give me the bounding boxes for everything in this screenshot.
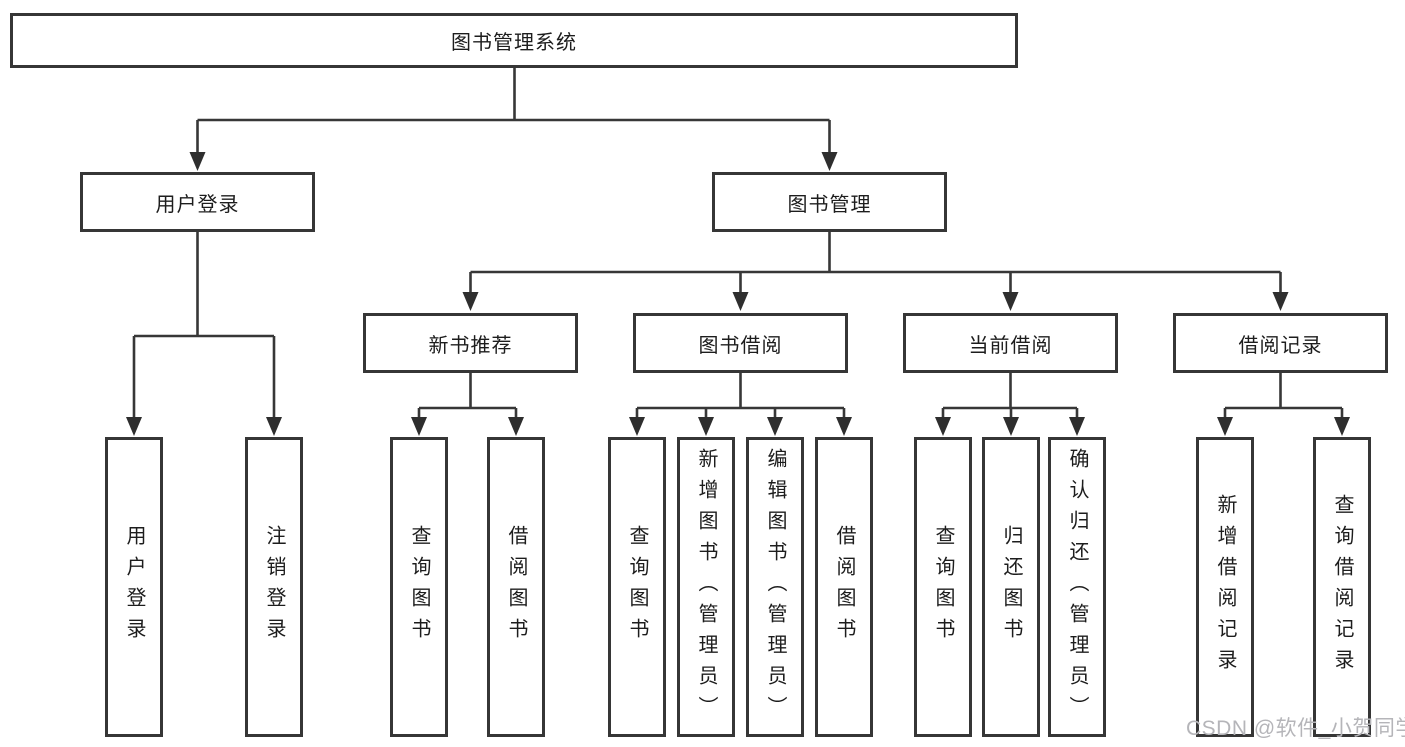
leaf-bb-edit-books-admin: 编辑图书（管理员） <box>746 437 804 737</box>
node-current-borrow-label: 当前借阅 <box>968 334 1053 357</box>
node-new-book-rec-label: 新书推荐 <box>428 334 513 357</box>
arrowhead <box>767 417 783 436</box>
edges-new-book-rec-to-leaves <box>411 373 524 436</box>
edges-current-borrow-to-leaves <box>935 373 1085 436</box>
node-user-login: 用户登录 <box>80 172 315 232</box>
arrowhead <box>1002 292 1019 311</box>
arrowhead <box>1217 417 1233 436</box>
arrowhead <box>266 417 282 436</box>
node-user-login-label: 用户登录 <box>155 193 240 216</box>
leaf-cb-confirm-return-admin: 确认归还（管理员） <box>1048 437 1106 737</box>
node-borrow-records-label: 借阅记录 <box>1238 334 1323 357</box>
edges-borrow-records-to-leaves <box>1217 373 1350 436</box>
leaf-logout-label: 注销登录 <box>263 525 285 649</box>
leaf-cb-return-books-label: 归还图书 <box>1000 525 1022 649</box>
leaf-nbr-query-books: 查询图书 <box>390 437 448 737</box>
leaf-br-add-record-label: 新增借阅记录 <box>1214 494 1236 680</box>
node-book-borrow: 图书借阅 <box>633 313 848 373</box>
leaf-br-add-record: 新增借阅记录 <box>1196 437 1254 737</box>
arrowhead <box>1003 417 1019 436</box>
arrowhead <box>126 417 142 436</box>
edges-book-mgmt-to-level3 <box>462 232 1289 311</box>
edges-user-login-to-leaves <box>126 232 282 436</box>
node-current-borrow: 当前借阅 <box>903 313 1118 373</box>
node-new-book-rec: 新书推荐 <box>363 313 578 373</box>
edges-book-borrow-to-leaves <box>629 373 852 436</box>
arrowhead <box>629 417 645 436</box>
leaf-br-query-record: 查询借阅记录 <box>1313 437 1371 737</box>
node-root-label: 图书管理系统 <box>451 32 577 54</box>
leaf-bb-query-books: 查询图书 <box>608 437 666 737</box>
leaf-cb-query-books-label: 查询图书 <box>932 525 954 649</box>
edges-root-to-level2 <box>189 68 838 171</box>
leaf-user-login-label: 用户登录 <box>123 525 145 649</box>
leaf-bb-add-books-admin-label: 新增图书（管理员） <box>695 447 717 727</box>
leaf-bb-add-books-admin: 新增图书（管理员） <box>677 437 735 737</box>
arrowhead <box>462 292 479 311</box>
arrowhead <box>508 417 524 436</box>
arrowhead <box>1069 417 1085 436</box>
node-borrow-records: 借阅记录 <box>1173 313 1388 373</box>
node-root: 图书管理系统 <box>10 13 1018 68</box>
arrowhead <box>1272 292 1289 311</box>
leaf-cb-return-books: 归还图书 <box>982 437 1040 737</box>
leaf-bb-borrow-books: 借阅图书 <box>815 437 873 737</box>
arrowhead <box>836 417 852 436</box>
node-book-mgmt: 图书管理 <box>712 172 947 232</box>
node-book-mgmt-label: 图书管理 <box>787 193 872 216</box>
node-book-borrow-label: 图书借阅 <box>698 334 783 357</box>
leaf-nbr-query-books-label: 查询图书 <box>408 525 430 649</box>
leaf-bb-query-books-label: 查询图书 <box>626 525 648 649</box>
arrowhead <box>1334 417 1350 436</box>
leaf-cb-query-books: 查询图书 <box>914 437 972 737</box>
leaf-user-login: 用户登录 <box>105 437 163 737</box>
arrowhead <box>732 292 749 311</box>
arrowhead <box>935 417 951 436</box>
leaf-nbr-borrow-books: 借阅图书 <box>487 437 545 737</box>
csdn-watermark: CSDN @软件_小贺同学 <box>1186 717 1405 740</box>
leaf-cb-confirm-return-admin-label: 确认归还（管理员） <box>1066 447 1088 727</box>
leaf-nbr-borrow-books-label: 借阅图书 <box>505 525 527 649</box>
leaf-logout: 注销登录 <box>245 437 303 737</box>
leaf-bb-edit-books-admin-label: 编辑图书（管理员） <box>764 447 786 727</box>
arrowhead <box>189 152 206 171</box>
arrowhead <box>411 417 427 436</box>
leaf-br-query-record-label: 查询借阅记录 <box>1331 494 1353 680</box>
leaf-bb-borrow-books-label: 借阅图书 <box>833 525 855 649</box>
arrowhead <box>821 152 838 171</box>
arrowhead <box>698 417 714 436</box>
